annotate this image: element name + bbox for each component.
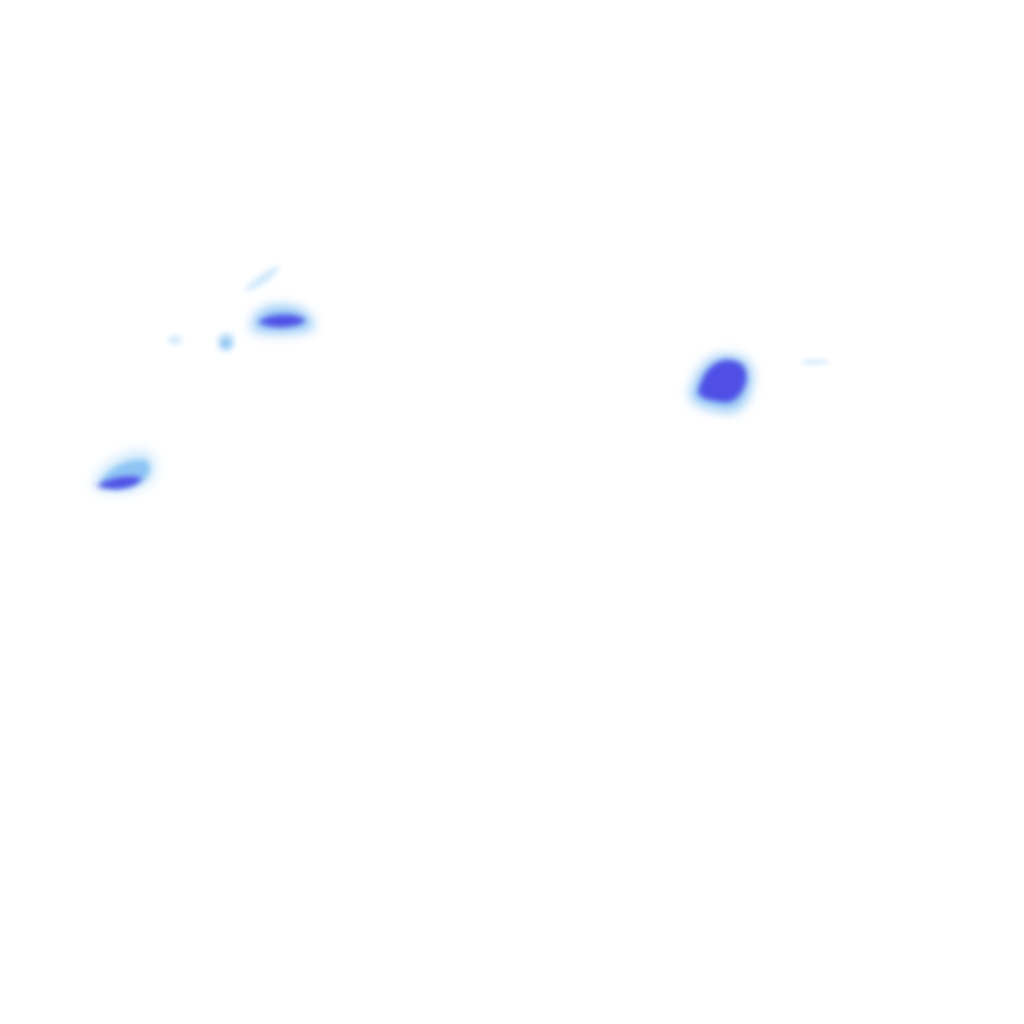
echo-center-right — [690, 355, 752, 412]
echo-right-trace — [801, 359, 829, 365]
echo-upper-left-band — [252, 305, 314, 334]
echo-far-left — [92, 450, 156, 493]
echo-left-small-b — [168, 336, 182, 344]
echo-upper-left-streak — [243, 266, 280, 292]
echo-left-small-a — [217, 332, 235, 352]
